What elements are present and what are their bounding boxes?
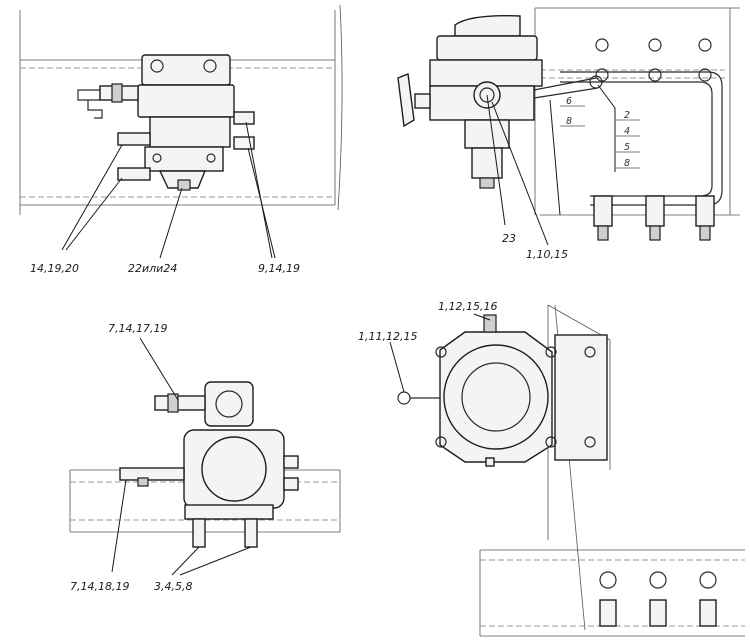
label-22-or-24: 22или24	[128, 262, 177, 275]
label-7-14-17-19: 7,14,17,19	[108, 322, 167, 335]
label-8-side: 8	[566, 116, 572, 127]
label-5: 5	[624, 142, 630, 153]
label-7-14-18-19: 7,14,18,19	[70, 580, 129, 593]
label-14-19-20: 14,19,20	[30, 262, 79, 275]
view-bottom-left: 7,14,17,19 7,14,18,19 3,4,5,8	[69, 322, 341, 593]
label-1-12-15-16: 1,12,15,16	[438, 300, 497, 313]
label-3-4-5-8: 3,4,5,8	[154, 580, 192, 593]
label-6: 6	[566, 96, 572, 107]
label-2: 2	[624, 110, 630, 121]
label-23: 23	[502, 232, 516, 245]
view-bottom-right: 1,12,15,16 1,11,12,15	[358, 300, 745, 637]
label-1-10-15: 1,10,15	[526, 248, 568, 261]
view-top-left: 14,19,20 22или24 9,14,19	[19, 4, 343, 275]
label-9-14-19: 9,14,19	[258, 262, 300, 275]
view-top-right: 23 1,10,15 6 8 2 4 5 8	[397, 7, 740, 261]
label-4: 4	[624, 126, 630, 137]
label-8: 8	[624, 158, 630, 169]
label-1-11-12-15: 1,11,12,15	[358, 330, 417, 343]
